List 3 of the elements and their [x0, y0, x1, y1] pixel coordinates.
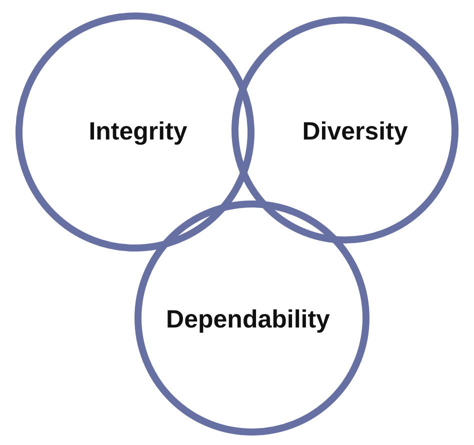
- circle-label: Diversity: [302, 118, 408, 146]
- circle-label: Integrity: [88, 118, 188, 146]
- circle-label: Dependability: [166, 306, 330, 334]
